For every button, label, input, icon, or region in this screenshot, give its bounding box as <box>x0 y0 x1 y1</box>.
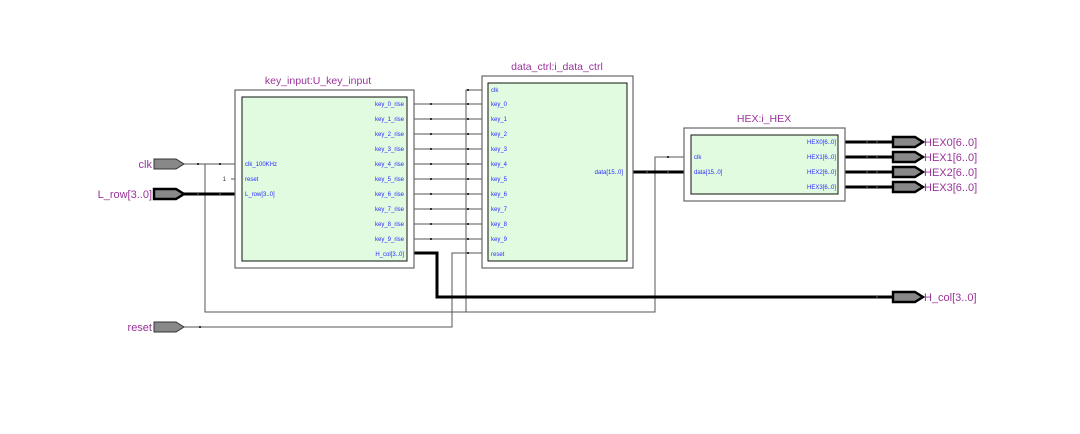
bus-h-col <box>414 251 893 299</box>
wire-clk-to-hex <box>204 156 685 313</box>
output-port-hex2[interactable]: HEX2[6..0] <box>891 165 977 179</box>
pin-label: HEX1[6..0] <box>807 155 836 161</box>
pin-label: key_9_rise <box>375 237 405 243</box>
pin-label: key_0_rise <box>375 102 405 108</box>
pin-label: key_2 <box>491 132 508 138</box>
pin-label: key_5 <box>491 177 508 183</box>
block-body <box>690 134 839 195</box>
port-label: H_col[3..0] <box>924 292 977 304</box>
block-hex[interactable]: HEX:i_HEX clk data[15..0] HEX0[6..0] HEX… <box>683 113 846 202</box>
input-port-icon <box>152 187 187 201</box>
junction-dot <box>467 148 469 150</box>
pin-label: data[15..0] <box>694 170 723 176</box>
pin-label: reset <box>491 252 505 258</box>
input-port-clk[interactable]: clk <box>139 158 185 171</box>
output-port-hex1[interactable]: HEX1[6..0] <box>891 150 977 164</box>
pin-label: key_3 <box>491 147 508 153</box>
output-port-icon <box>891 135 926 149</box>
input-port-icon <box>153 158 185 170</box>
port-label: reset <box>128 322 152 334</box>
pin-label: key_0 <box>491 102 508 108</box>
key-wires <box>414 103 488 240</box>
port-label: HEX3[6..0] <box>924 182 977 194</box>
port-label: HEX1[6..0] <box>924 152 977 164</box>
pin-label: key_1_rise <box>375 117 405 123</box>
pin-label: data[15..0] <box>595 170 624 176</box>
block-key-input[interactable]: key_input:U_key_input 1 clk_100KHz reset… <box>223 75 415 269</box>
pin-label: reset <box>245 177 259 183</box>
output-port-icon <box>891 165 926 179</box>
wires <box>184 89 685 328</box>
output-port-h-col[interactable]: H_col[3..0] <box>891 290 977 304</box>
pin-label: key_8 <box>491 222 508 228</box>
junction-dot <box>430 178 432 180</box>
junction-dot <box>430 148 432 150</box>
pin-label: HEX2[6..0] <box>807 170 836 176</box>
pin-label: clk <box>694 155 702 161</box>
junction-dot <box>467 178 469 180</box>
junction-dots <box>197 89 878 328</box>
pin-label: H_col[3..0] <box>375 252 404 258</box>
pin-label: key_4 <box>491 162 508 168</box>
block-title-data-ctrl: data_ctrl:i_data_ctrl <box>511 61 603 73</box>
junction-dot <box>430 193 432 195</box>
output-port-icon <box>891 150 926 164</box>
junction-dot <box>430 118 432 120</box>
port-label: L_row[3..0] <box>98 189 152 201</box>
pin-label: key_9 <box>491 237 508 243</box>
pin-label: key_3_rise <box>375 147 405 153</box>
pin-label: key_2_rise <box>375 132 405 138</box>
pin-label: clk <box>491 88 499 94</box>
reset-const-label: 1 <box>223 177 227 183</box>
junction-dot <box>467 223 469 225</box>
block-body <box>487 82 628 262</box>
buses <box>184 140 893 299</box>
pin-label: key_7 <box>491 207 508 213</box>
block-body <box>241 96 408 262</box>
port-label: HEX0[6..0] <box>924 137 977 149</box>
junction-dot <box>467 163 469 165</box>
pin-label: key_1 <box>491 117 508 123</box>
pin-label: L_row[3..0] <box>245 192 275 198</box>
wire-clk-to-datactrl <box>465 89 488 312</box>
pin-label: HEX3[6..0] <box>807 185 836 191</box>
junction-dot <box>430 208 432 210</box>
pin-label: key_7_rise <box>375 207 405 213</box>
junction-dot <box>430 223 432 225</box>
block-data-ctrl[interactable]: data_ctrl:i_data_ctrl clk key_0 key_1 key_2… <box>481 61 634 269</box>
input-port-reset[interactable]: reset <box>128 321 185 334</box>
pin-label: key_5_rise <box>375 177 405 183</box>
block-title-key-input: key_input:U_key_input <box>265 75 371 87</box>
output-port-icon <box>891 290 926 304</box>
port-label: clk <box>139 159 153 171</box>
pin-label: clk_100KHz <box>245 162 277 168</box>
pin-label: key_8_rise <box>375 222 405 228</box>
pin-label: key_6 <box>491 192 508 198</box>
junction-dot <box>467 118 469 120</box>
junction-dot <box>430 103 432 105</box>
wire-reset <box>184 252 488 328</box>
output-port-icon <box>891 180 926 194</box>
junction-dot <box>430 163 432 165</box>
output-port-hex3[interactable]: HEX3[6..0] <box>891 180 977 194</box>
junction-dot <box>467 238 469 240</box>
junction-dot <box>467 103 469 105</box>
junction-dot <box>430 133 432 135</box>
pin-label: key_4_rise <box>375 162 405 168</box>
input-port-l-row[interactable]: L_row[3..0] <box>98 187 187 201</box>
junction-dot <box>430 238 432 240</box>
port-label: HEX2[6..0] <box>924 167 977 179</box>
block-title-hex: HEX:i_HEX <box>737 113 791 125</box>
input-port-icon <box>153 321 185 333</box>
junction-dot <box>467 133 469 135</box>
junction-dot <box>467 193 469 195</box>
pin-label: HEX0[6..0] <box>807 140 836 146</box>
output-port-hex0[interactable]: HEX0[6..0] <box>891 135 977 149</box>
pin-label: key_6_rise <box>375 192 405 198</box>
junction-dot <box>467 208 469 210</box>
